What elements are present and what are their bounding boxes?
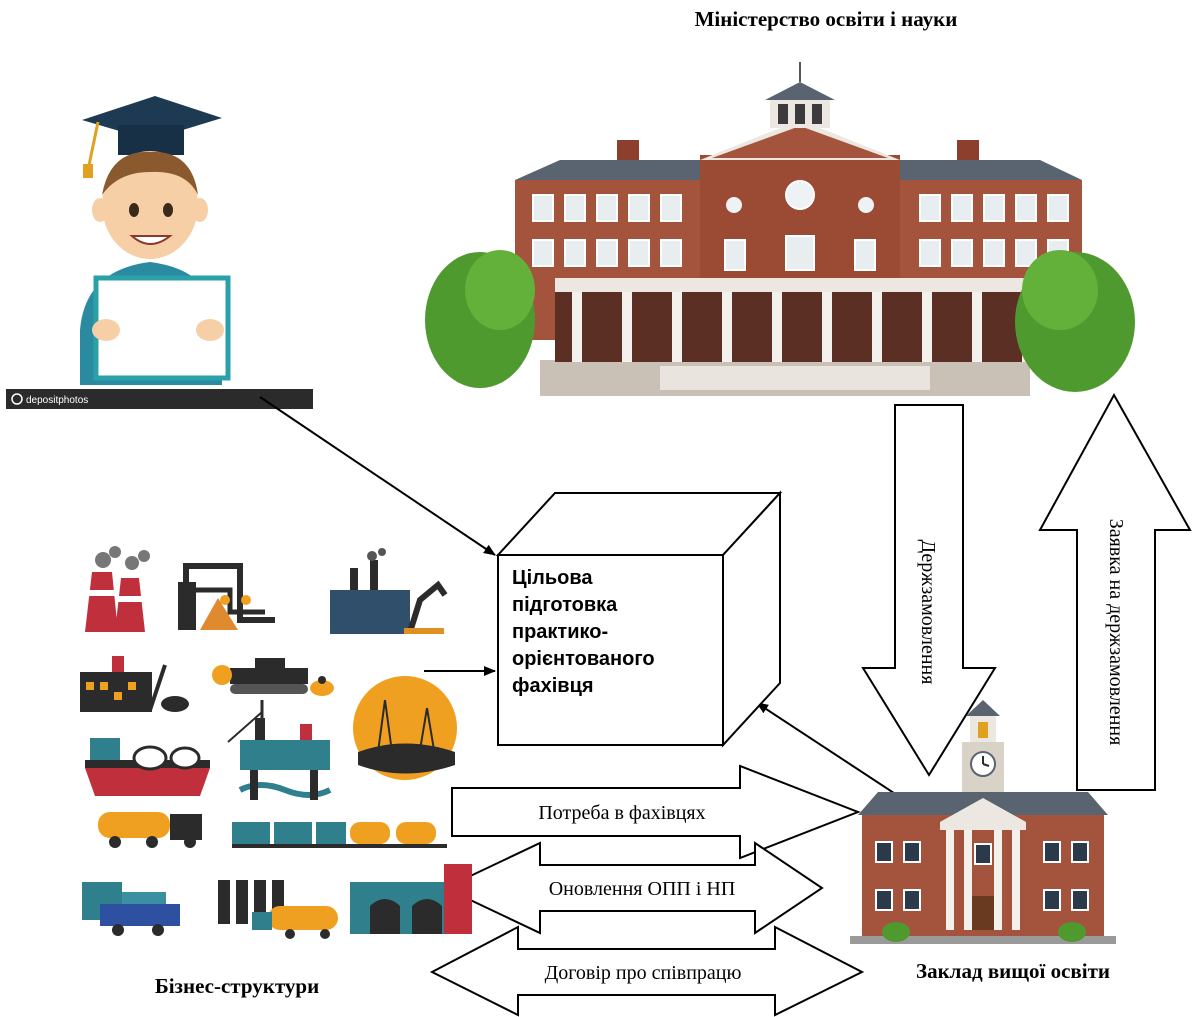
business-label: Бізнес-структури: [155, 974, 319, 998]
box-line-4: орієнтованого: [512, 648, 655, 670]
industry-icons: [80, 546, 472, 939]
state-order-request-arrow: Заявка на держзамовлення: [1038, 392, 1192, 791]
oil-field-icon: [353, 676, 457, 780]
central-box: Цільова підготовка практико- орієнтовано…: [495, 490, 783, 748]
box-line-3: практико-: [512, 621, 608, 643]
box-line-1: Цільова: [512, 567, 593, 589]
ministry-building-icon: [425, 62, 1135, 396]
watermark-brand: depositphotos: [26, 395, 88, 406]
cooperation-label: Договір про співпрацю: [545, 962, 742, 984]
state-order-label: Держзамовлення: [917, 540, 939, 685]
box-line-2: підготовка: [512, 594, 618, 616]
power-plant-icon: [85, 546, 150, 632]
state-order-request-label: Заявка на держзамовлення: [1105, 519, 1127, 746]
state-order-arrow: Держзамовлення: [861, 404, 997, 777]
storage-trucks-icon: [82, 882, 180, 936]
fuel-truck-icon: [98, 812, 202, 848]
need-specialists-arrow: Потреба в фахівцях: [451, 764, 861, 860]
watermark-strip: depositphotos: [6, 389, 313, 409]
need-specialists-label: Потреба в фахівцях: [538, 802, 705, 824]
update-programs-label: Оновлення ОПП і НП: [549, 878, 736, 900]
graduate-icon: [80, 96, 231, 385]
ministry-title: Міністерство освіти і науки: [695, 7, 958, 31]
offshore-platform-icon: [227, 700, 332, 800]
mining-icon: [80, 656, 189, 712]
cooperation-arrow: Договір про співпрацю: [429, 925, 865, 1017]
box-line-5: фахівця: [512, 675, 594, 697]
freight-train-icon: [232, 822, 447, 848]
drilling-machine-icon: [212, 658, 334, 696]
warehouse-icon: [350, 864, 472, 934]
university-label: Заклад вищої освіти: [916, 959, 1110, 983]
arrow-university-to-box: [756, 702, 901, 798]
arrow-graduate-to-box: [259, 396, 496, 556]
university-building-icon: [850, 700, 1116, 944]
silos-tanker-icon: [218, 880, 338, 939]
tanker-ship-icon: [85, 738, 210, 796]
factory-robot-icon: [330, 548, 448, 634]
refinery-icon: [178, 563, 275, 630]
update-programs-arrow: Оновлення ОПП і НП: [442, 841, 824, 935]
